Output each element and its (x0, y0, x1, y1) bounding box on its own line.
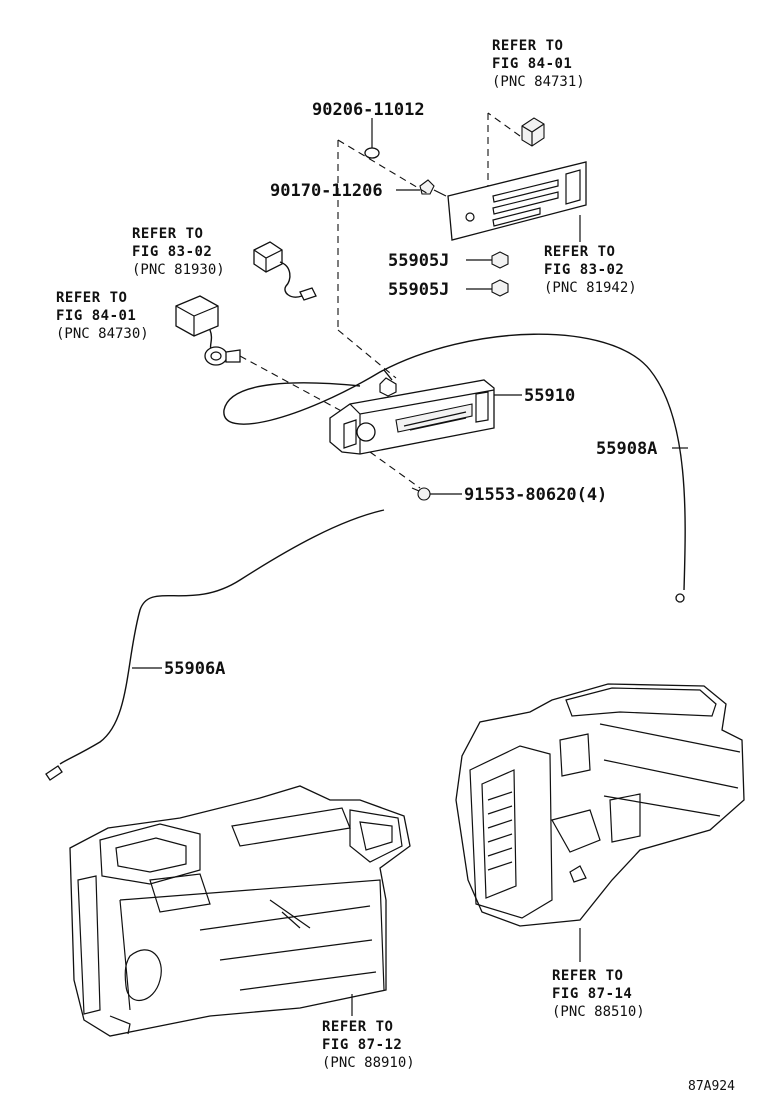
label-90170-11206: 90170-11206 (270, 181, 383, 201)
cable-55906A-end (45, 765, 63, 781)
label-55905J-b: 55905J (388, 280, 449, 300)
ref-88510-line3: (PNC 88510) (552, 1004, 645, 1020)
cable-55906A (59, 509, 385, 765)
ref-81930-line1: REFER TO (132, 226, 203, 242)
ref-88510-line2: FIG 87-14 (552, 986, 632, 1002)
dash-top (337, 139, 431, 196)
ref-88910-line3: (PNC 88910) (322, 1055, 415, 1071)
ref-88910-line2: FIG 87-12 (322, 1037, 402, 1053)
screw-90170 (419, 179, 447, 197)
label-55910: 55910 (524, 386, 575, 406)
ref-84730-line1: REFER TO (56, 290, 127, 306)
ref-84730-line3: (PNC 84730) (56, 326, 149, 342)
ref-84730-line2: FIG 84-01 (56, 308, 136, 324)
heater-housing-88910 (69, 785, 411, 1037)
ref-88510-line1: REFER TO (552, 968, 623, 984)
control-unit-55910 (329, 369, 495, 455)
block-55905J-b (491, 279, 509, 297)
label-55906A: 55906A (164, 659, 225, 679)
block-55905J-a (491, 251, 509, 269)
ref-81930-line2: FIG 83-02 (132, 244, 212, 260)
dash-connector (239, 355, 359, 421)
ref-81942-line2: FIG 83-02 (544, 262, 624, 278)
screw-91553 (411, 487, 431, 501)
cable-55908A (223, 333, 686, 591)
ref-84731-line3: (PNC 84731) (492, 74, 585, 90)
panel-plate-81942 (447, 161, 587, 241)
ref-81942-line3: (PNC 81942) (544, 280, 637, 296)
dash-to-unit (337, 329, 397, 379)
ref-84731-line1: REFER TO (492, 38, 563, 54)
leader-knob (487, 112, 521, 137)
ref-84731-line2: FIG 84-01 (492, 56, 572, 72)
connector-84730 (175, 295, 241, 366)
heater-housing-88510 (455, 683, 745, 927)
label-55905J-a: 55905J (388, 251, 449, 271)
knob-84731 (521, 117, 545, 147)
label-90206-11012: 90206-11012 (312, 100, 425, 120)
ref-88910-line1: REFER TO (322, 1019, 393, 1035)
label-55908A: 55908A (596, 439, 657, 459)
label-91553-80620: 91553-80620(4) (464, 485, 607, 505)
connector-81930 (253, 241, 317, 301)
ref-81942-line1: REFER TO (544, 244, 615, 260)
ref-81930-line3: (PNC 81930) (132, 262, 225, 278)
dash-screw (369, 451, 421, 489)
diagram-code: 87A924 (688, 1079, 735, 1094)
washer-90206 (364, 147, 380, 159)
cable-55908A-end (675, 593, 685, 603)
